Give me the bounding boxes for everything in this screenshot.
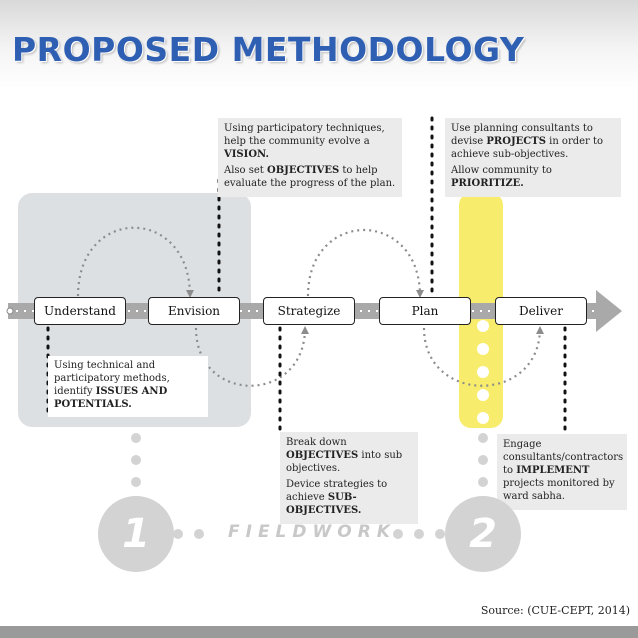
phase-2-dot — [477, 343, 489, 355]
phase-2-dot — [477, 389, 489, 401]
phase-2-dot — [477, 366, 489, 378]
loop-arrowhead-3 — [416, 290, 424, 298]
loop-arrowhead-2 — [301, 326, 309, 334]
stage-deliver: Deliver — [495, 297, 587, 325]
phase-2-dot — [478, 477, 488, 487]
stage-strategize: Strategize — [263, 297, 355, 325]
loop-understand-envision — [76, 226, 192, 297]
loop-arrowhead-4 — [536, 326, 544, 334]
loop-arrowhead-1 — [186, 290, 194, 298]
note-plan: Use planning consultants to devise PROJE… — [445, 118, 621, 197]
fieldwork-dot — [414, 529, 424, 539]
phase-1-dot — [131, 455, 141, 465]
stage-envision: Envision — [148, 297, 240, 325]
fieldwork-dot — [173, 529, 183, 539]
fieldwork-dot — [194, 529, 204, 539]
timeline-arrowhead — [596, 290, 622, 332]
source-citation: Source: (CUE-CEPT, 2014) — [480, 604, 630, 617]
footer-bar — [0, 626, 638, 638]
page-title: PROPOSED METHODOLOGY — [12, 30, 525, 69]
loop-strategize-plan — [306, 229, 422, 297]
loop-envision-strategize — [194, 327, 307, 387]
loop-plan-deliver — [422, 327, 542, 387]
header-band — [0, 0, 638, 88]
fieldwork-label: FIELDWORK — [228, 522, 396, 542]
phase-2-dot — [478, 455, 488, 465]
note-envision: Using participatory techniques, help the… — [218, 118, 402, 197]
phase-2-dot — [477, 320, 489, 332]
fieldwork-dot — [435, 529, 445, 539]
phase-2-dot — [477, 412, 489, 424]
phase-1-number: 1 — [98, 496, 174, 572]
fieldwork-dot — [393, 529, 403, 539]
phase-2-dot — [478, 433, 488, 443]
note-strategize: Break down OBJECTIVES into sub objective… — [280, 432, 418, 524]
stage-understand: Understand — [34, 297, 126, 325]
phase-1-dot — [131, 477, 141, 487]
phase-2-number: 2 — [445, 496, 521, 572]
note-understand: Using technical and participatory method… — [48, 356, 208, 417]
stage-plan: Plan — [379, 297, 471, 325]
note-deliver: Engage consultants/contractors to IMPLEM… — [497, 434, 627, 510]
phase-1-dot — [131, 433, 141, 443]
timeline-start-dot — [6, 307, 14, 315]
